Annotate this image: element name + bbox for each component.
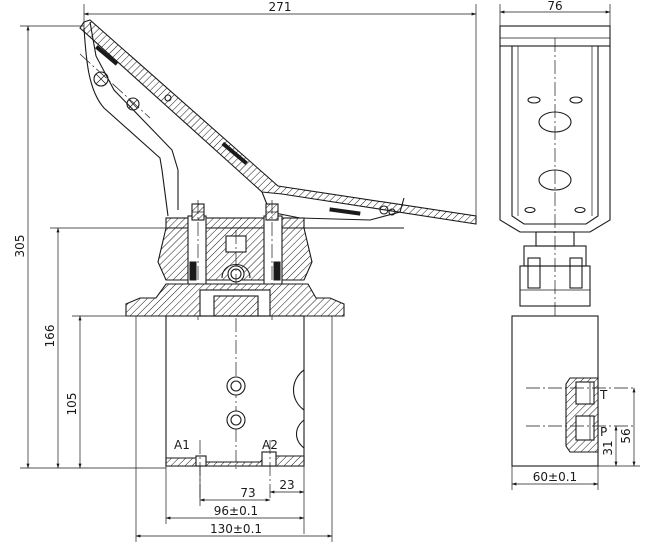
side-body bbox=[511, 315, 636, 467]
side-bracket bbox=[499, 25, 611, 316]
dim-label-31: 31 bbox=[601, 440, 615, 455]
side-actuator bbox=[519, 231, 591, 307]
dim-label-73: 73 bbox=[240, 486, 255, 500]
port-label-t: T bbox=[599, 388, 608, 402]
dim-label-130: 130±0.1 bbox=[210, 522, 262, 536]
dim-31: 31 bbox=[598, 425, 640, 467]
pedal-lever bbox=[79, 19, 477, 229]
pivot-hole-icon bbox=[93, 71, 109, 87]
dim-76: 76 bbox=[499, 0, 611, 26]
dim-label-60: 60±0.1 bbox=[533, 470, 577, 484]
port-label-p: P bbox=[600, 425, 607, 439]
dim-105: 105 bbox=[65, 315, 126, 469]
dim-label-23: 23 bbox=[279, 478, 294, 492]
dim-label-166: 166 bbox=[43, 325, 57, 348]
side-view: T P 76 60±0.1 31 56 bbox=[499, 0, 640, 490]
dim-23: 23 bbox=[269, 466, 305, 534]
dim-166: 166 bbox=[43, 227, 166, 469]
dim-271: 271 bbox=[83, 0, 477, 220]
port-label-a2: A2 bbox=[262, 438, 278, 452]
dim-56: 56 bbox=[619, 387, 636, 467]
dim-73: 73 bbox=[199, 466, 271, 506]
valve-body bbox=[165, 315, 305, 500]
dim-label-305: 305 bbox=[13, 235, 27, 258]
port-label-a1: A1 bbox=[174, 438, 190, 452]
dim-label-76: 76 bbox=[547, 0, 562, 13]
front-view: 271 305 166 105 A1 A2 73 bbox=[13, 0, 477, 542]
dim-label-96: 96±0.1 bbox=[214, 504, 258, 518]
mounting-flange bbox=[125, 283, 345, 317]
dim-60: 60±0.1 bbox=[511, 466, 599, 490]
dim-label-105: 105 bbox=[65, 393, 79, 416]
dim-label-271: 271 bbox=[269, 0, 292, 14]
valve-head bbox=[157, 200, 313, 470]
dim-305: 305 bbox=[13, 25, 166, 469]
dim-130: 130±0.1 bbox=[135, 316, 333, 542]
dim-label-56: 56 bbox=[619, 428, 633, 443]
dim-96: 96±0.1 bbox=[165, 466, 305, 524]
